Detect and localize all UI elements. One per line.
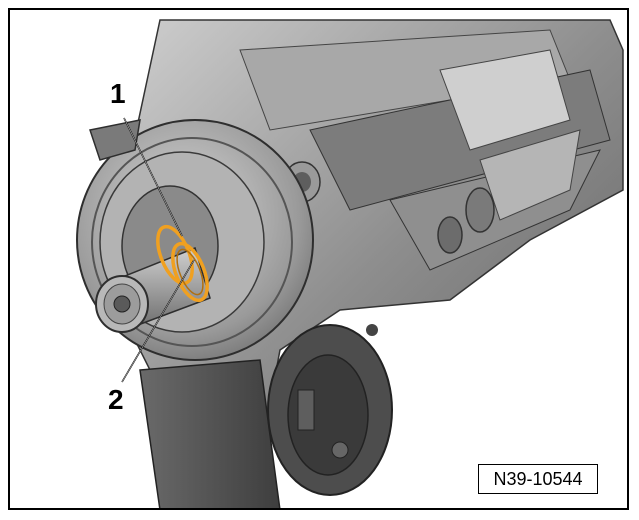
output-flange-rim	[91, 137, 293, 347]
housing-boss	[437, 216, 463, 254]
lower-support-arm	[139, 359, 281, 508]
housing-cavity	[439, 49, 571, 151]
shaft-center-bolt	[113, 295, 131, 313]
figure-code-label: N39-10544	[478, 464, 598, 494]
seal-ring-edge	[176, 248, 204, 296]
gearbox-housing-illustration	[76, 19, 624, 508]
seal-ring-2	[171, 241, 209, 303]
rear-cover-tab	[297, 389, 315, 431]
housing-cavity	[479, 129, 581, 221]
leader-line-1-outline	[123, 117, 183, 237]
seal-ring-1	[156, 224, 194, 286]
leader-line-2-outline	[121, 259, 195, 383]
housing-boss	[465, 187, 495, 233]
rear-cover-inner	[287, 354, 369, 476]
housing-bolt-hole	[366, 324, 378, 336]
figure-frame: 1 2 N39-10544	[8, 8, 629, 510]
callout-2: 2	[108, 384, 124, 415]
flange-ear	[89, 119, 141, 161]
rear-cover-bolt	[331, 441, 349, 459]
callout-1: 1	[110, 78, 126, 109]
